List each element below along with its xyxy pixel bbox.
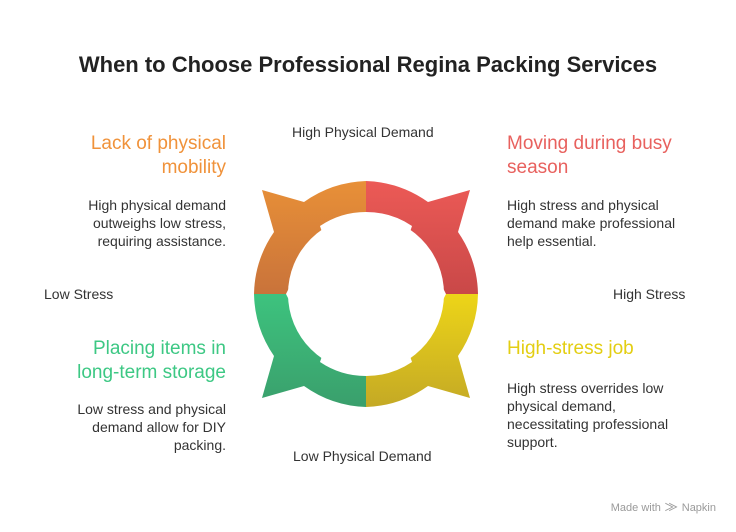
quadrant-desc-line: necessitating professional: [507, 416, 669, 432]
quadrant-title-long-term-storage: Placing items in long-term storage: [77, 337, 226, 385]
axis-label-left: Low Stress: [44, 286, 114, 302]
quadrant-desc-line: High stress and physical: [507, 197, 659, 213]
quadrant-desc-line: Low stress and physical: [77, 401, 226, 417]
quadrant-desc-line: High physical demand: [88, 197, 226, 213]
axis-label-bottom: Low Physical Demand: [293, 448, 432, 464]
quadrant-title-busy-season: Moving during busy season: [507, 132, 672, 180]
quadrant-title-line: long-term storage: [77, 362, 226, 383]
napkin-logo-icon: ⨠: [664, 501, 678, 513]
quadrant-desc-high-stress-job: High stress overrides low physical deman…: [507, 379, 668, 451]
footer-brand: Napkin: [681, 501, 716, 514]
axis-label-right: High Stress: [613, 286, 686, 302]
quadrant-desc-line: outweighs low stress,: [92, 215, 226, 231]
axis-label-top: High Physical Demand: [292, 124, 434, 140]
segment-top-right: [366, 181, 478, 294]
quadrant-title-line: Lack of physical: [90, 133, 226, 154]
quadrant-desc-line: High stress overrides low: [507, 380, 664, 396]
segment-top-left: [254, 181, 366, 294]
center-hole: [288, 216, 444, 372]
quadrant-desc-busy-season: High stress and physical demand make pro…: [507, 196, 675, 250]
quadrant-desc-line: packing.: [173, 437, 226, 453]
quadrant-desc-long-term-storage: Low stress and physical demand allow for…: [77, 400, 226, 454]
quadrant-title-line: High-stress job: [507, 338, 634, 359]
footer-made-with: Made with: [610, 501, 661, 514]
quadrant-desc-line: demand allow for DIY: [92, 419, 226, 435]
quadrant-desc-line: requiring assistance.: [97, 233, 226, 249]
quadrant-title-line: Placing items in: [92, 338, 226, 359]
quadrant-desc-line: support.: [507, 434, 558, 450]
footer-attribution: Made with ⨠ Napkin: [611, 501, 716, 514]
quadrant-title-high-stress-job: High-stress job: [507, 337, 634, 361]
quadrant-desc-line: physical demand,: [507, 398, 616, 414]
segment-bottom-right: [366, 294, 478, 407]
quadrant-desc-line: demand make professional: [507, 215, 676, 231]
quadrant-title-line: season: [507, 157, 569, 178]
quadrant-desc-lack-of-mobility: High physical demand outweighs low stres…: [88, 196, 226, 250]
page-title: When to Choose Professional Regina Packi…: [78, 52, 658, 77]
quadrant-title-line: mobility: [161, 157, 226, 178]
quadrant-title-lack-of-mobility: Lack of physical mobility: [91, 132, 226, 180]
quadrant-title-line: Moving during busy: [507, 133, 672, 154]
segment-bottom-left: [254, 294, 366, 407]
quadrant-desc-line: help essential.: [507, 233, 597, 249]
